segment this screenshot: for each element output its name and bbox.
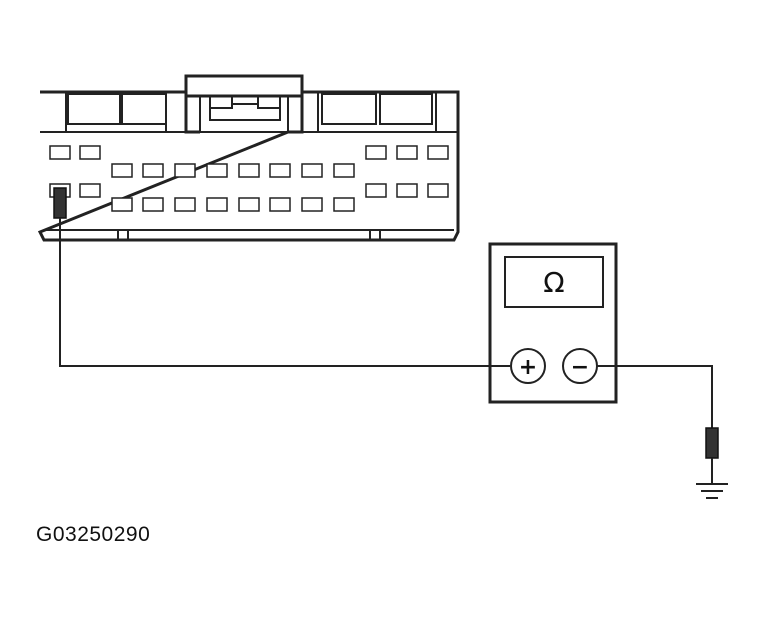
meter-display — [504, 256, 604, 308]
connector-icon — [37, 74, 460, 242]
negative-terminal: − — [562, 348, 598, 384]
ground-icon — [696, 483, 728, 499]
positive-terminal-label: + — [519, 355, 537, 380]
ground-probe-icon — [705, 427, 719, 484]
meter-display-symbol: Ω — [543, 266, 564, 299]
positive-terminal: + — [510, 348, 546, 384]
wire-negative — [597, 365, 713, 428]
wire-positive — [59, 218, 510, 367]
negative-terminal-label: − — [571, 355, 589, 380]
ohmmeter-icon: Ω + − — [488, 242, 618, 404]
figure-id: G03250290 — [36, 523, 151, 546]
